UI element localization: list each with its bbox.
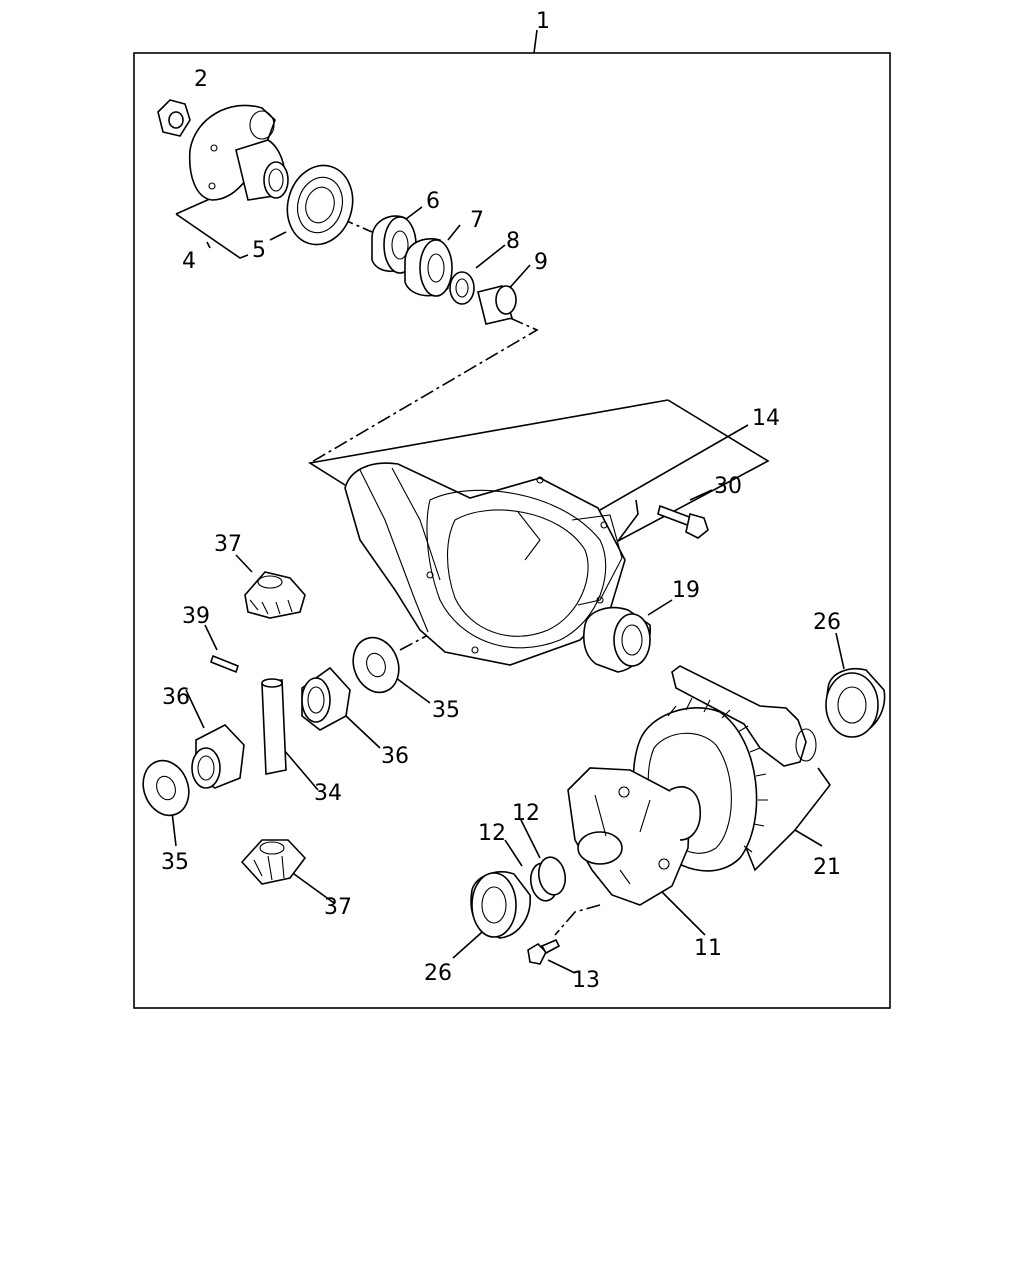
carrier-bolt [657,504,709,539]
callout-labels: 1 2 4 5 6 7 8 9 14 30 19 37 39 26 35 36 … [161,9,841,993]
bearing-cone [404,238,453,297]
callout-34: 34 [314,781,342,806]
callout-12b: 12 [478,821,506,846]
callout-8: 8 [506,229,520,254]
companion-flange [188,104,289,201]
callout-37a: 37 [214,532,242,557]
shim [449,271,475,305]
differential-pinion-gear-upper [244,571,306,619]
callout-26b: 26 [424,961,452,986]
thrust-washer-lower [142,759,190,817]
ring-gear-bolt [527,938,561,965]
callout-21: 21 [813,855,841,880]
callout-9: 9 [534,250,548,275]
side-bearing-26-left [470,871,531,939]
callout-2: 2 [194,67,208,92]
callout-39: 39 [182,604,210,629]
callout-7: 7 [470,208,484,233]
differential-pinion-gear-lower [240,839,307,885]
callout-35a: 35 [432,698,460,723]
flange-nut [157,99,191,137]
oil-seal [286,164,354,246]
callout-36b: 36 [381,744,409,769]
shim-12b [537,856,567,896]
callout-4: 4 [182,249,196,274]
pinion-shaft [261,678,287,775]
side-bearing-26-right [825,668,886,738]
callout-1: 1 [536,9,550,34]
callout-12a: 12 [512,801,540,826]
side-gear-right [301,666,351,731]
callout-26a: 26 [813,610,841,635]
callout-30: 30 [714,474,742,499]
differential-case [567,767,702,906]
callout-19: 19 [672,578,700,603]
callout-11: 11 [694,936,722,961]
callout-36a: 36 [162,685,190,710]
collapsible-spacer [477,285,517,325]
side-gear-left [191,724,245,789]
thrust-washer-upper [352,636,400,694]
callout-5: 5 [252,238,266,263]
side-bearing-19 [582,606,651,673]
callout-35b: 35 [161,850,189,875]
lock-pin [210,654,239,674]
callout-14: 14 [752,406,780,431]
callout-6: 6 [426,189,440,214]
callout-13: 13 [572,968,600,993]
differential-carrier [344,462,626,666]
callout-37b: 37 [324,895,352,920]
assembly-frame [133,52,891,1009]
